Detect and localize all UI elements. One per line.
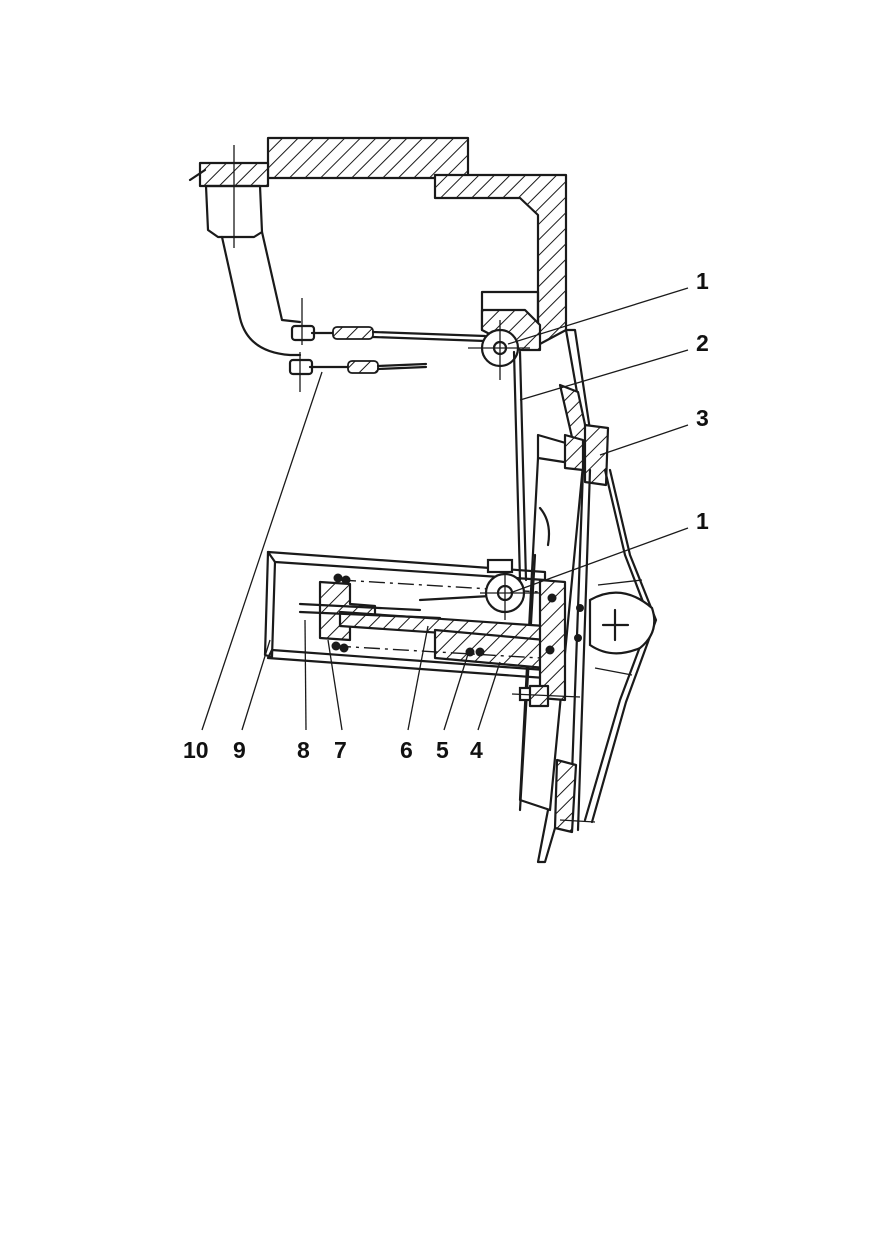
dome-cover [583,468,658,824]
callout-4: 4 [470,737,483,763]
callout-9: 9 [233,737,246,763]
cable [512,350,528,582]
leader-lines [201,287,689,731]
callout-6: 6 [400,737,413,763]
callout-7: 7 [334,737,347,763]
left-clamp-and-arm [204,145,302,357]
callout-5: 5 [436,737,449,763]
callout-8: 8 [297,737,310,763]
upper-pulley-assembly [468,290,542,380]
callout-1-lower: 1 [696,508,709,534]
callout-3: 3 [696,405,709,431]
upper-spring [332,326,374,340]
callout-2: 2 [696,330,709,356]
lower-spring [347,360,379,374]
callout-10: 10 [183,737,209,763]
upper-linkage [288,298,487,392]
flange-bolt [511,684,596,823]
lower-pulley [480,558,540,620]
callout-labels: 1 2 3 1 10 9 8 7 6 5 4 [183,268,709,763]
callout-1-upper: 1 [696,268,709,294]
shaft-assembly [298,573,584,702]
